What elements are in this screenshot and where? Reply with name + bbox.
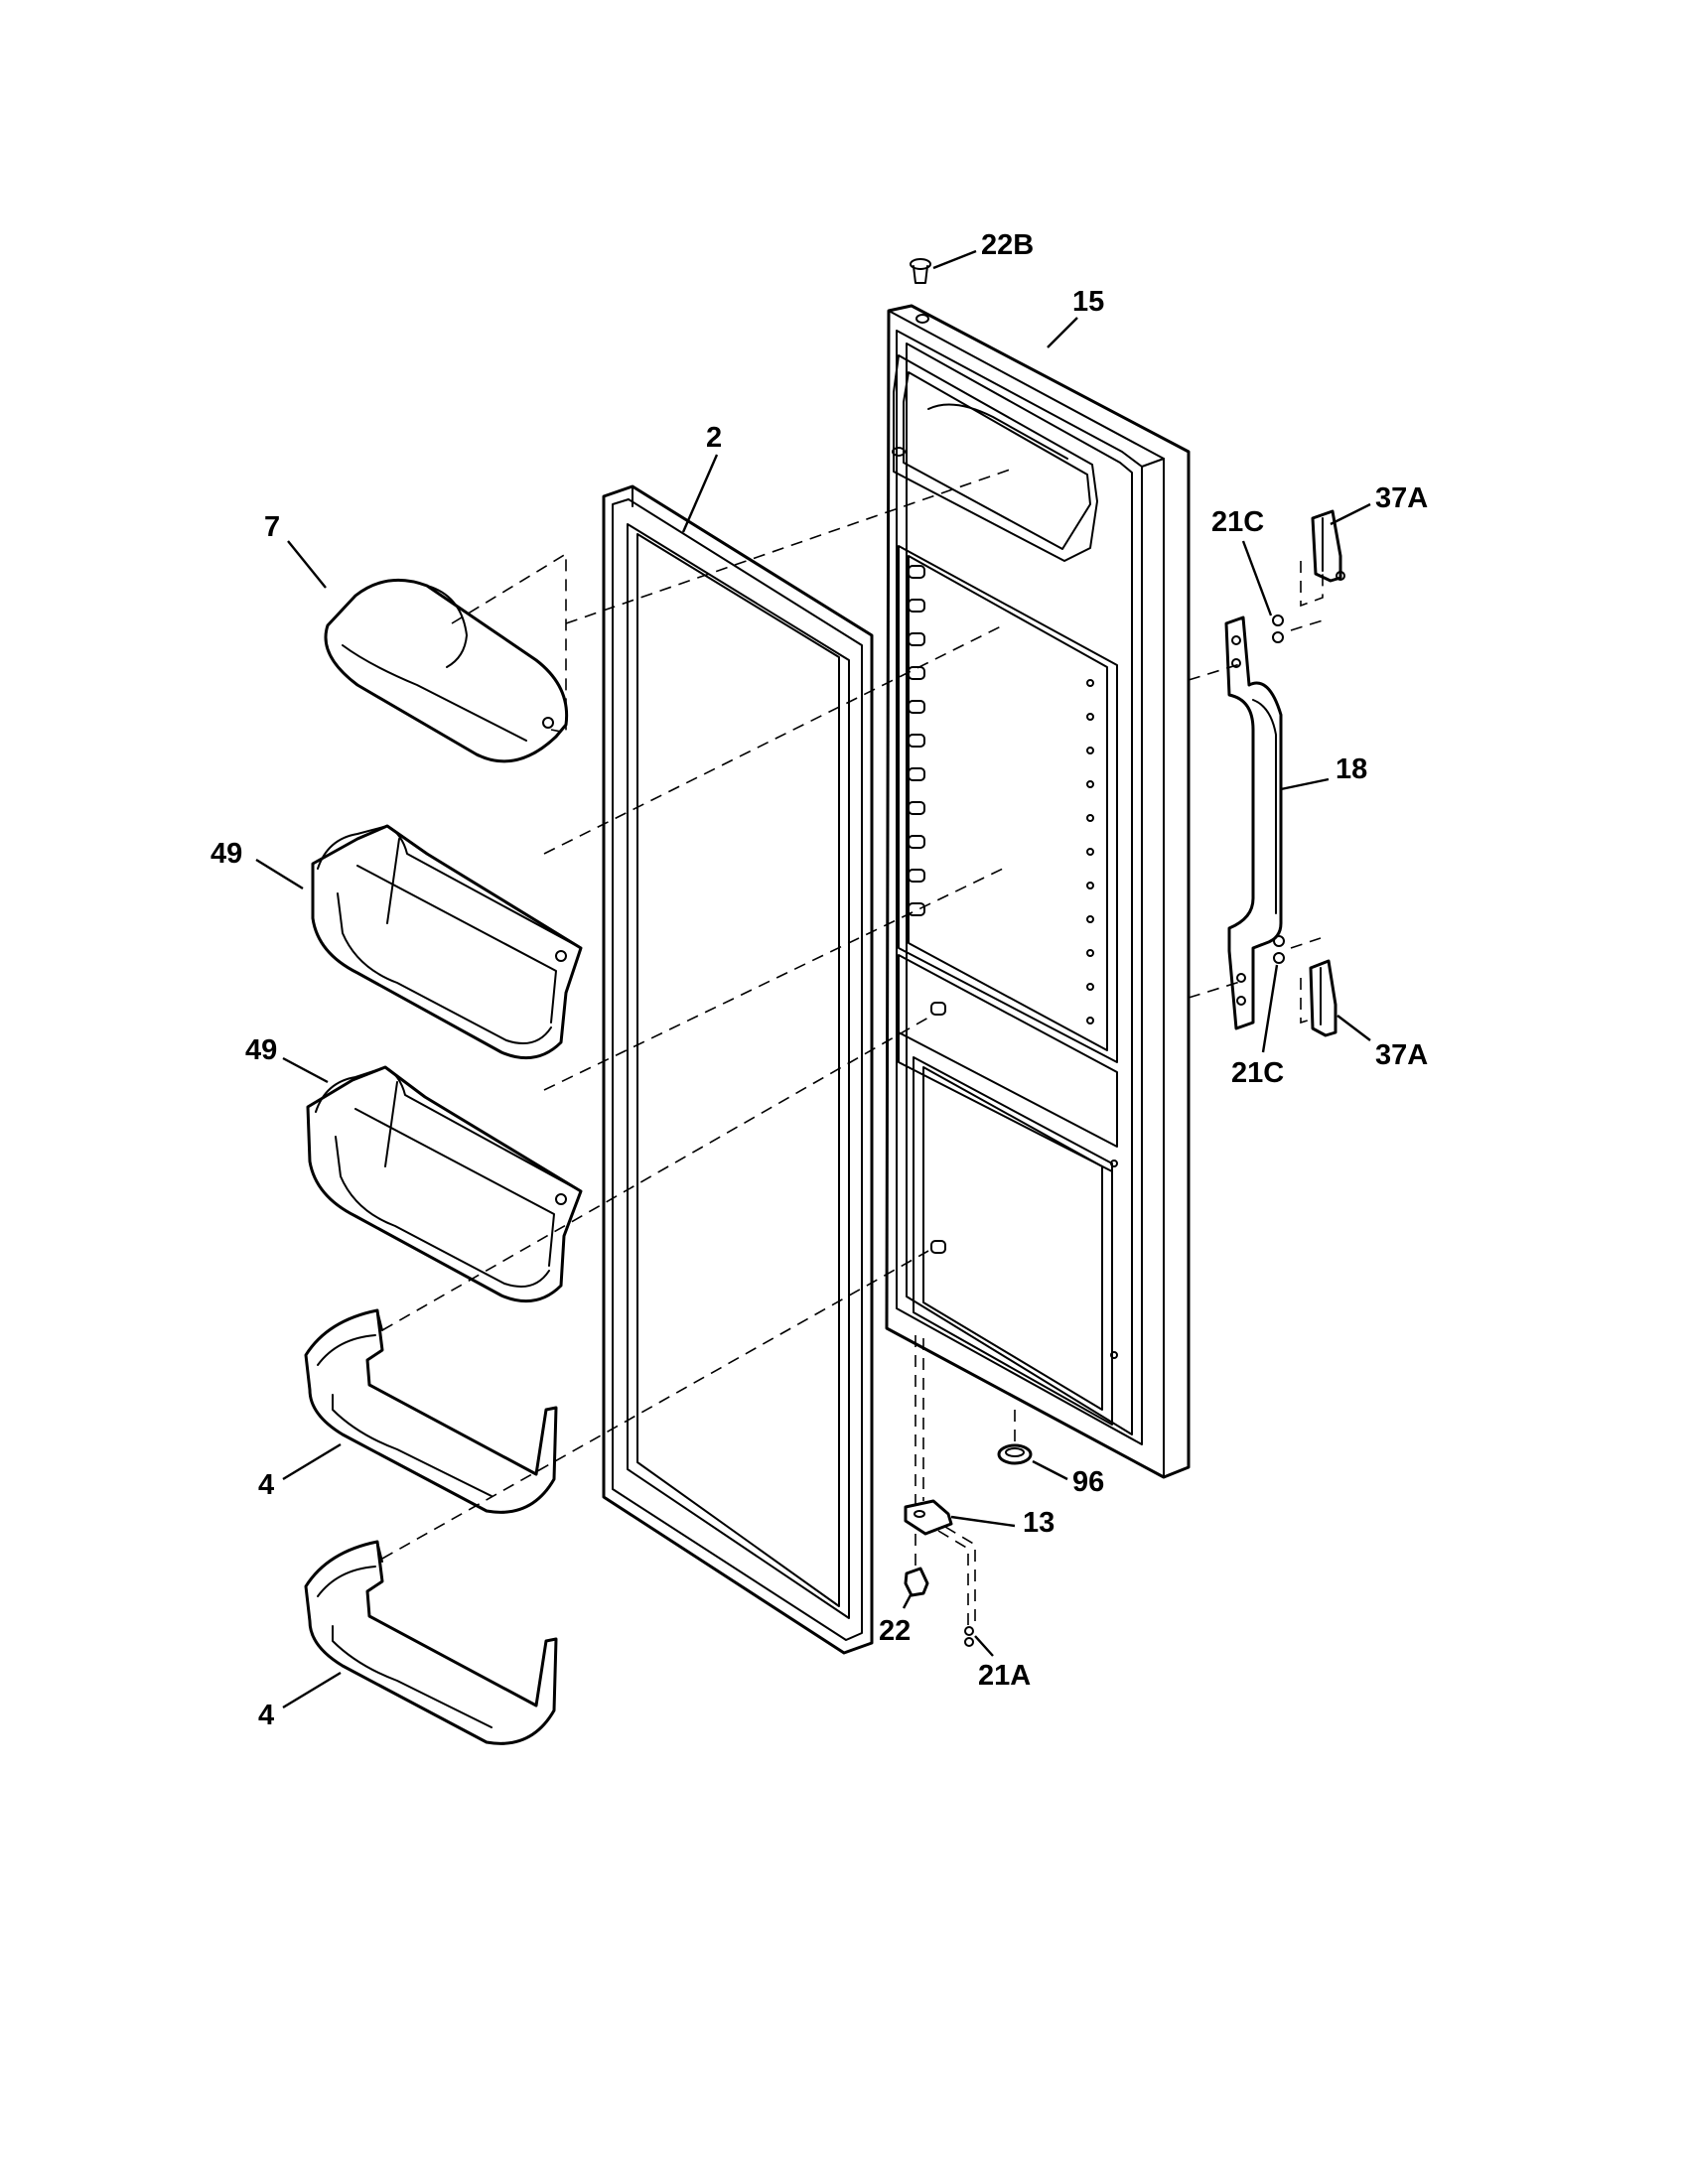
door-bin-upper bbox=[311, 824, 583, 1060]
callout-49-lower: 49 bbox=[245, 1034, 277, 1066]
handle-screws-top bbox=[1272, 614, 1284, 643]
hinge-screws-21A bbox=[964, 1626, 974, 1647]
callout-96: 96 bbox=[1072, 1466, 1104, 1498]
door-shelf-lower bbox=[304, 1540, 558, 1745]
callout-21C-top: 21C bbox=[1211, 506, 1264, 538]
dairy-bin-cover bbox=[324, 578, 569, 763]
door-stop-96 bbox=[997, 1443, 1033, 1465]
callout-13: 13 bbox=[1023, 1507, 1055, 1539]
callout-4-lower: 4 bbox=[258, 1700, 274, 1731]
assembly-lines bbox=[381, 468, 1324, 1628]
door-assembly bbox=[885, 304, 1191, 1479]
callout-21C-bottom: 21C bbox=[1231, 1057, 1284, 1089]
door-gasket bbox=[602, 484, 874, 1655]
handle-screws-bottom bbox=[1273, 935, 1285, 964]
door-bin-lower bbox=[306, 1065, 583, 1303]
callout-2: 2 bbox=[706, 422, 722, 454]
door-shelf-upper bbox=[304, 1308, 558, 1514]
door-handle bbox=[1224, 615, 1283, 1030]
callout-37A-bottom: 37A bbox=[1375, 1039, 1428, 1071]
hinge-bushing-top bbox=[910, 258, 931, 284]
callout-15: 15 bbox=[1072, 286, 1104, 318]
callout-22: 22 bbox=[879, 1615, 911, 1647]
callout-21A: 21A bbox=[978, 1660, 1031, 1692]
handle-cover-top bbox=[1311, 509, 1345, 583]
callout-22B: 22B bbox=[981, 229, 1034, 261]
hinge-bracket-13 bbox=[904, 1499, 953, 1536]
callout-7: 7 bbox=[264, 511, 280, 543]
callout-labels: 22B 15 2 7 21C 37A 18 49 49 21C 37A 4 4 … bbox=[211, 229, 1428, 1731]
leader-lines bbox=[255, 249, 1371, 1709]
callout-49-upper: 49 bbox=[211, 838, 242, 870]
callout-4-upper: 4 bbox=[258, 1469, 274, 1501]
handle-cover-bottom bbox=[1309, 959, 1337, 1037]
callout-37A-top: 37A bbox=[1375, 482, 1428, 514]
callout-18: 18 bbox=[1336, 753, 1367, 785]
hinge-bushing-22 bbox=[904, 1567, 929, 1597]
